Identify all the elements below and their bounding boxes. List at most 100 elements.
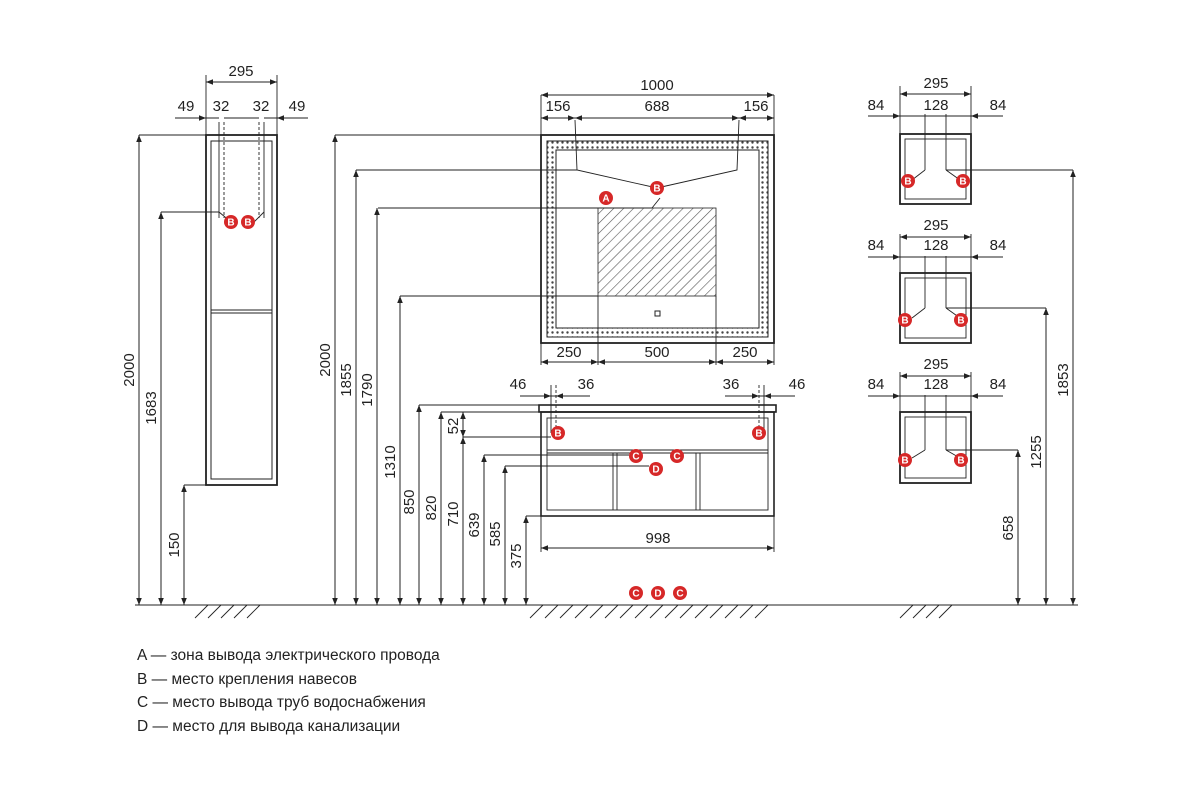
- vanity-left-outer-label: 46: [510, 376, 527, 393]
- mirror-left-offset-label: 156: [545, 98, 570, 115]
- shelf-bottom-hinge-marker-right: B: [954, 453, 968, 467]
- shelf-bottom-hinge-marker-left: B: [898, 453, 912, 467]
- shelf-top-dimensions: [868, 91, 1003, 119]
- column-cabinet: [205, 75, 278, 486]
- column-left-outer-label: 49: [178, 98, 195, 115]
- svg-text:C: C: [632, 452, 639, 463]
- shelf-top-width-label: 295: [923, 75, 948, 92]
- shelf-bottom-left-label: 84: [868, 376, 885, 393]
- shelf-middle-mid-label: 128: [923, 237, 948, 254]
- shelf-middle-dimensions: [868, 234, 1003, 260]
- svg-text:B: B: [755, 429, 762, 440]
- vanity-depth-label: 52: [445, 418, 462, 435]
- shelf-bottom-right-label: 84: [990, 376, 1007, 393]
- mirror-width-label: 1000: [640, 77, 673, 94]
- right-height-label-1853: 1853: [1055, 363, 1072, 396]
- svg-text:B: B: [904, 177, 911, 188]
- mirror-electrical-marker: A: [599, 191, 613, 205]
- shelf-middle-left-label: 84: [868, 237, 885, 254]
- mirror-bottom-mid-label: 500: [644, 344, 669, 361]
- svg-text:B: B: [901, 316, 908, 327]
- right-height-dimensions: [946, 169, 1076, 605]
- svg-text:B: B: [959, 177, 966, 188]
- svg-text:A: A: [602, 194, 609, 205]
- column-hinge-height-label: 1683: [143, 391, 160, 424]
- column-left-inner-label: 32: [213, 98, 230, 115]
- column-width-label: 295: [228, 63, 253, 80]
- mirror-bottom-right-label: 250: [732, 344, 757, 361]
- vanity-hinge-marker-left: B: [551, 426, 565, 440]
- floor: [135, 604, 1078, 619]
- svg-text:C: C: [673, 452, 680, 463]
- height-label-820: 820: [423, 495, 440, 520]
- height-label-585: 585: [487, 521, 504, 546]
- column-top-dimensions: [175, 79, 308, 121]
- svg-text:B: B: [554, 429, 561, 440]
- vanity-top-dimensions: [520, 393, 795, 551]
- svg-text:B: B: [227, 218, 234, 229]
- shelf-top-mid-label: 128: [923, 97, 948, 114]
- legend: A — зона вывода электрического провода B…: [137, 644, 440, 738]
- shelf-top-hinge-marker-left: B: [901, 174, 915, 188]
- svg-text:B: B: [957, 456, 964, 467]
- height-label-1310: 1310: [382, 445, 399, 478]
- floor-water-marker-right: C: [673, 586, 687, 600]
- shelf-middle-hinge-marker-right: B: [954, 313, 968, 327]
- legend-item-b: B — место крепления навесов: [137, 670, 357, 688]
- svg-text:C: C: [676, 589, 683, 600]
- mirror-hinge-span-label: 688: [644, 98, 669, 115]
- vanity-drain-marker: D: [649, 462, 663, 476]
- height-label-850: 850: [401, 489, 418, 514]
- svg-text:D: D: [654, 589, 661, 600]
- svg-text:C: C: [632, 589, 639, 600]
- height-label-639: 639: [466, 512, 483, 537]
- mirror-right-offset-label: 156: [743, 98, 768, 115]
- shelf-module-bottom: [899, 372, 972, 484]
- height-label-2000: 2000: [317, 343, 334, 376]
- shelf-bottom-dimensions: [868, 373, 1003, 399]
- height-label-375: 375: [508, 543, 525, 568]
- mirror-top-dimensions: [541, 92, 774, 121]
- svg-text:D: D: [652, 465, 659, 476]
- shelf-bottom-width-label: 295: [923, 356, 948, 373]
- shelf-middle-width-label: 295: [923, 217, 948, 234]
- shelf-top-left-label: 84: [868, 97, 885, 114]
- shelf-top-hinge-marker-right: B: [956, 174, 970, 188]
- right-height-label-1255: 1255: [1028, 435, 1045, 468]
- legend-item-a: A — зона вывода электрического провода: [137, 647, 440, 664]
- column-floor-gap-label: 150: [166, 532, 183, 557]
- legend-item-c: C — место вывода труб водоснабжения: [137, 694, 426, 711]
- mirror: [378, 95, 775, 365]
- column-total-height-label: 2000: [121, 353, 138, 386]
- vanity-left-inner-label: 36: [578, 376, 595, 393]
- svg-text:B: B: [957, 316, 964, 327]
- column-hinge-marker-right: B: [241, 215, 255, 229]
- height-label-710: 710: [445, 501, 462, 526]
- svg-text:B: B: [653, 184, 660, 195]
- vanity-water-marker-left: C: [629, 449, 643, 463]
- shelf-middle-right-label: 84: [990, 237, 1007, 254]
- vanity-right-outer-label: 46: [789, 376, 806, 393]
- column-right-outer-label: 49: [289, 98, 306, 115]
- height-label-1790: 1790: [359, 373, 376, 406]
- column-right-inner-label: 32: [253, 98, 270, 115]
- shelf-middle-hinge-marker-left: B: [898, 313, 912, 327]
- column-hinge-marker-left: B: [224, 215, 238, 229]
- shelf-top-right-label: 84: [990, 97, 1007, 114]
- vanity-water-marker-right: C: [670, 449, 684, 463]
- vanity-width-label: 998: [645, 530, 670, 547]
- vanity-right-inner-label: 36: [723, 376, 740, 393]
- height-label-1855: 1855: [338, 363, 355, 396]
- floor-drain-marker: D: [651, 586, 665, 600]
- floor-water-marker-left: C: [629, 586, 643, 600]
- legend-item-d: D — место для вывода канализации: [137, 717, 401, 735]
- shelf-module-middle: [899, 234, 972, 344]
- svg-text:B: B: [901, 456, 908, 467]
- vanity-hinge-marker-right: B: [752, 426, 766, 440]
- column-height-dimensions: [136, 134, 219, 605]
- mirror-bottom-left-label: 250: [556, 344, 581, 361]
- right-height-label-658: 658: [1000, 515, 1017, 540]
- svg-text:B: B: [244, 218, 251, 229]
- center-height-dimensions: [332, 134, 649, 605]
